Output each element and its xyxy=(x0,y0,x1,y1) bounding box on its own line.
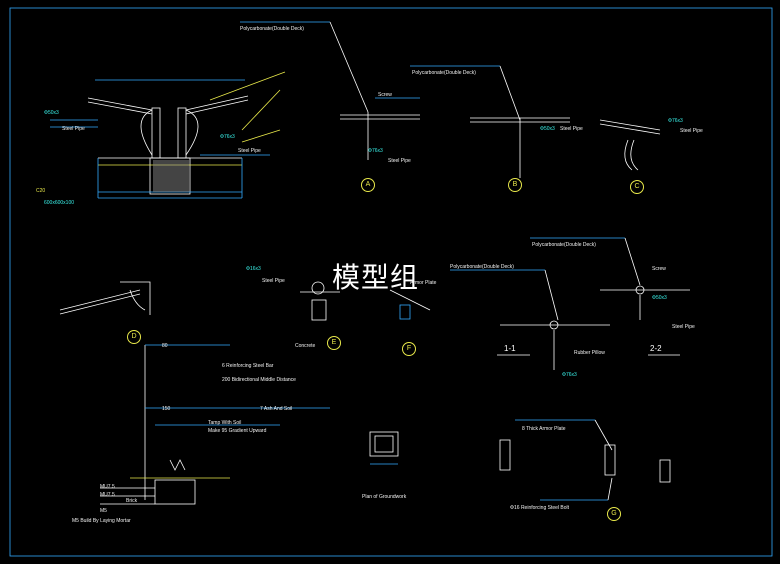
drawing-border xyxy=(9,7,773,557)
detail-e-drawing xyxy=(300,281,340,321)
label-pipe-size-a: Φ76x3 xyxy=(368,148,383,154)
label-ash-soil: 7 Ash And Soil xyxy=(260,406,293,412)
section-label-1-1: 1-1 xyxy=(504,344,516,353)
label-mu75-b: MU7.5 xyxy=(100,492,115,498)
section-2-2-drawing xyxy=(530,237,690,356)
label-pipe-size-e: Φ16x3 xyxy=(246,266,261,272)
label-c20: C20 xyxy=(36,188,46,194)
detail-marker-c: C xyxy=(630,180,644,194)
label-pipe-size-s2: Φ50x3 xyxy=(652,295,667,301)
label-middle-distance: 200 Bidirectional Middle Distance xyxy=(222,377,296,383)
detail-g-drawing xyxy=(499,419,671,501)
label-pipe-main-1: Steel Pipe xyxy=(62,126,85,132)
label-plan-groundwork: Plan of Groundwork xyxy=(362,494,407,500)
label-dim-150: 150 xyxy=(162,406,171,412)
label-reinforcing: 6 Reinforcing Steel Bar xyxy=(222,363,274,369)
label-poly-section-2: Polycarbonate(Double Deck) xyxy=(532,242,596,248)
detail-a-drawing xyxy=(240,21,420,160)
label-pipe-b: Steel Pipe xyxy=(560,126,583,132)
label-screw-s2: Screw xyxy=(652,266,666,272)
groundwork-plan xyxy=(369,431,399,465)
detail-f-drawing xyxy=(389,289,431,320)
label-pipe-size-main-2: Φ76x3 xyxy=(220,134,235,140)
label-mortar: M5 Build By Laying Mortar xyxy=(72,518,131,524)
detail-marker-b: B xyxy=(508,178,522,192)
detail-marker-e: E xyxy=(327,336,341,350)
label-pipe-size-b: Φ50x3 xyxy=(540,126,555,132)
label-armor-plate: Armor Plate xyxy=(410,280,437,286)
section-label-2-2: 2-2 xyxy=(650,344,662,353)
label-concrete: Concrete xyxy=(295,343,316,349)
detail-d-drawing xyxy=(59,281,151,315)
label-gradient: Make 95 Gradient Upward xyxy=(208,428,267,434)
label-pipe-s2: Steel Pipe xyxy=(672,324,695,330)
label-m5: M5 xyxy=(100,508,107,514)
foundation-drawing xyxy=(100,344,330,505)
label-pipe-a: Steel Pipe xyxy=(388,158,411,164)
label-pipe-e: Steel Pipe xyxy=(262,278,285,284)
detail-marker-d: D xyxy=(127,330,141,344)
section-1-1-drawing xyxy=(450,269,610,370)
detail-c-drawing xyxy=(599,119,661,171)
canopy-elevation xyxy=(50,71,286,199)
label-mu75-a: MU7.5 xyxy=(100,484,115,490)
label-rubber-pillow: Rubber Pillow xyxy=(574,350,605,356)
label-tamp-soil: Tamp With Soil xyxy=(208,420,242,426)
label-thick-armor-plate: 8 Thick Armor Plate xyxy=(522,426,566,432)
watermark-text: 模型组 xyxy=(332,261,420,294)
label-pipe-size-c: Φ76x3 xyxy=(668,118,683,124)
label-poly-a: Polycarbonate(Double Deck) xyxy=(240,26,304,32)
label-screw-a: Screw xyxy=(378,92,392,98)
label-brick: Brick xyxy=(126,498,138,504)
label-footing-size: 600x600x100 xyxy=(44,200,75,206)
label-pipe-size-main-1: Φ50x3 xyxy=(44,110,59,116)
label-pipe-main-2: Steel Pipe xyxy=(238,148,261,154)
label-dim-80: 80 xyxy=(162,343,168,349)
label-pipe-c: Steel Pipe xyxy=(680,128,703,134)
label-poly-b: Polycarbonate(Double Deck) xyxy=(412,70,476,76)
detail-marker-a: A xyxy=(361,178,375,192)
detail-marker-f: F xyxy=(402,342,416,356)
label-poly-section-1: Polycarbonate(Double Deck) xyxy=(450,264,514,270)
label-pipe-size-s1: Φ76x3 xyxy=(562,372,577,378)
elevation-fill xyxy=(153,160,189,192)
detail-marker-g: G xyxy=(607,507,621,521)
label-reinforcing-bolt: Φ16 Reinforcing Steel Bolt xyxy=(510,505,570,511)
detail-b-drawing xyxy=(410,65,570,178)
